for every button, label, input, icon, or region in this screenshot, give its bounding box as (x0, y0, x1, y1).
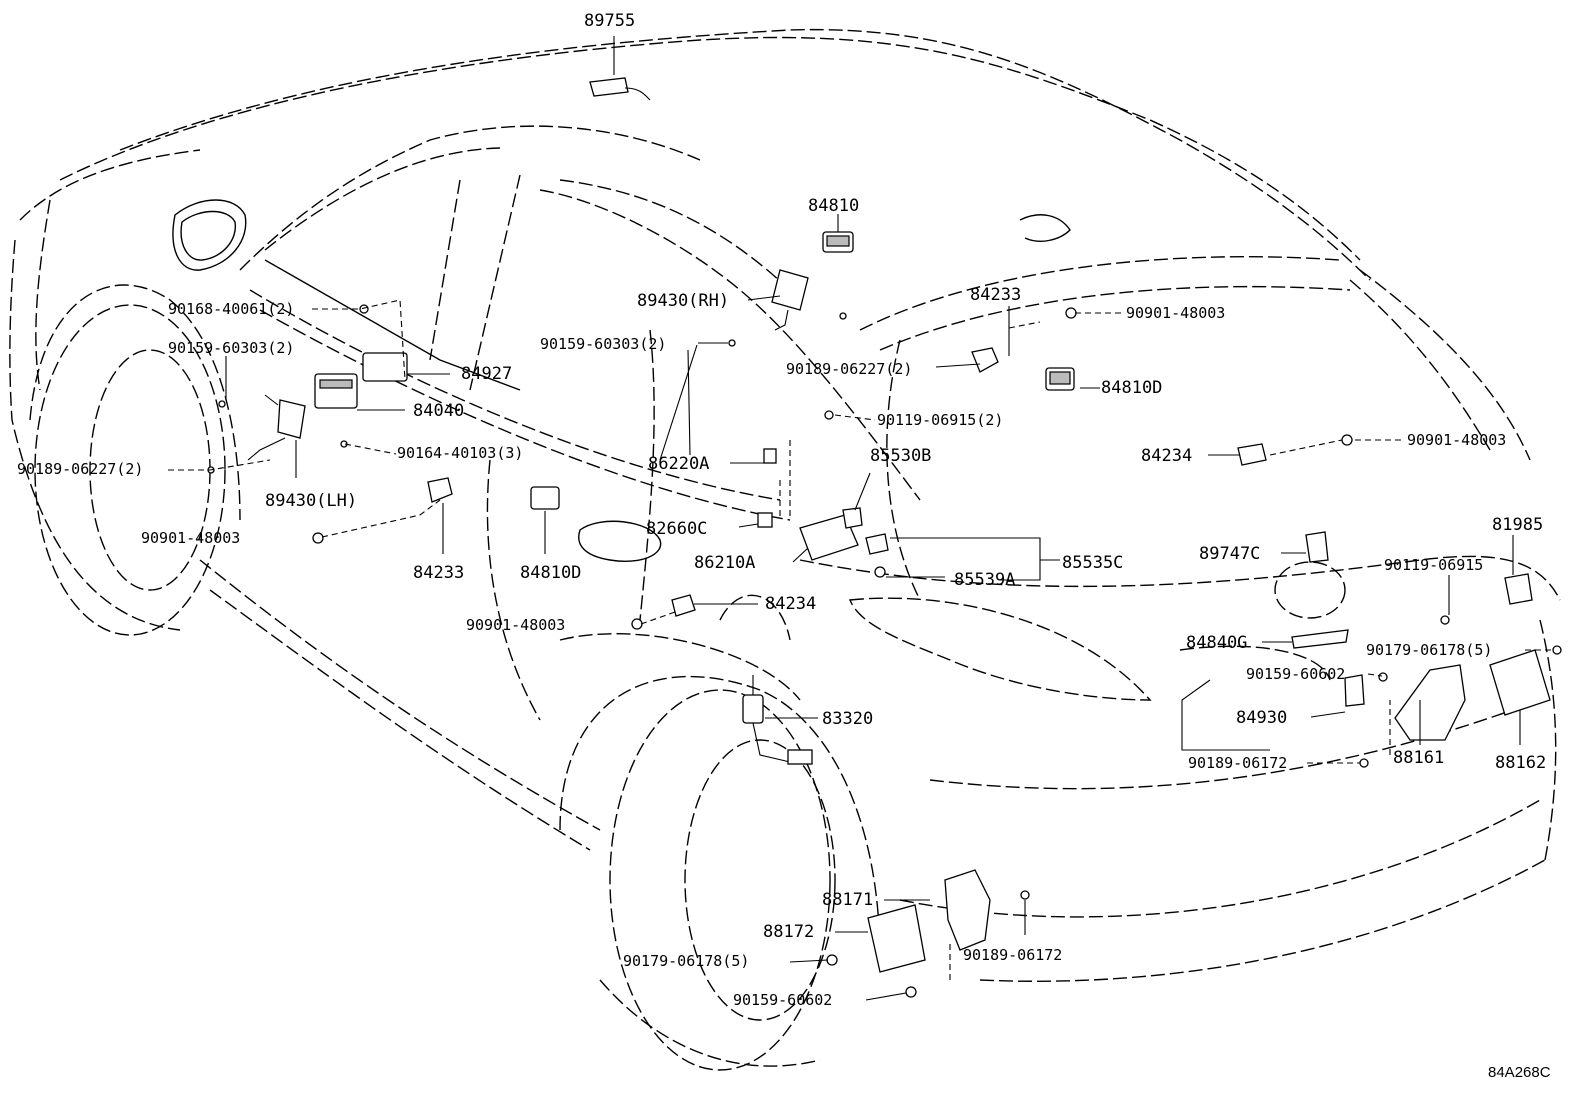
label-90901-48003-d: 90901-48003 (1407, 431, 1506, 449)
bolt-90901-48003-b (1065, 307, 1077, 319)
label-90168-40061: 90168-40061(2) (168, 300, 294, 318)
label-88162: 88162 (1495, 753, 1546, 773)
leader-lines (168, 36, 1553, 1001)
part-85535c-connector (865, 533, 889, 555)
label-81985: 81985 (1492, 515, 1543, 535)
label-82660c: 82660C (646, 519, 707, 539)
label-84234-front: 84234 (765, 594, 816, 614)
part-88162-module (1489, 649, 1551, 716)
label-84233-rear: 84233 (970, 285, 1021, 305)
diagram-code: 84A268C (1488, 1064, 1551, 1081)
label-89747c: 89747C (1199, 544, 1260, 564)
parts (247, 77, 1551, 973)
part-84234-sensor-rear (1237, 443, 1267, 466)
label-88171: 88171 (822, 890, 873, 910)
label-90159-60602-b: 90159-60602 (733, 991, 832, 1009)
label-90189-06227-rh: 90189-06227(2) (786, 360, 912, 378)
label-84234-rear: 84234 (1141, 446, 1192, 466)
part-84930-sensor (1344, 674, 1365, 707)
part-88172-module (867, 904, 926, 973)
label-90179-06178-a: 90179-06178(5) (1366, 641, 1492, 659)
bolt-90119-06915-2 (824, 410, 834, 420)
part-89430lh-unit (247, 394, 306, 461)
label-84840g: 84840G (1186, 633, 1247, 653)
part-89747c-camera (1305, 531, 1329, 563)
label-90189-06172-a: 90189-06172 (1188, 754, 1287, 772)
clip-90189-06227-rh (839, 312, 847, 320)
label-84040: 84040 (413, 401, 464, 421)
bolt-90901-48003-a (312, 532, 324, 544)
part-86220a-bracket (763, 448, 777, 464)
label-90189-06172-b: 90189-06172 (963, 946, 1062, 964)
label-88161: 88161 (1393, 748, 1444, 768)
label-84810d-rear: 84810D (1101, 378, 1162, 398)
part-81985-module (1504, 573, 1533, 605)
clip-90189-06172-a (1359, 758, 1369, 768)
label-88172: 88172 (763, 922, 814, 942)
nut-90179-06178-a (1552, 645, 1562, 655)
part-84810d-switch-rear (1045, 367, 1075, 391)
label-90159-60303-lh: 90159-60303(2) (168, 339, 294, 357)
part-83320-sensor (742, 675, 813, 765)
bolt-90901-48003-c (631, 618, 643, 630)
vehicle-body-outline (9, 28, 1561, 1071)
part-84840g-switch (1291, 629, 1349, 649)
part-86210a-module (799, 514, 859, 561)
label-90159-60602-a: 90159-60602 (1246, 665, 1345, 683)
bolt-90901-48003-d (1341, 434, 1353, 446)
part-89430rh-unit (771, 269, 809, 331)
label-84930: 84930 (1236, 708, 1287, 728)
part-84810-switch (822, 231, 854, 253)
label-85530b: 85530B (870, 446, 931, 466)
clip-90189-06172-b (1020, 890, 1030, 900)
nut-90179-06178-b (826, 954, 838, 966)
label-86210a: 86210A (694, 553, 755, 573)
bolt-90168-40061 (359, 304, 369, 314)
part-82660c-clip (757, 512, 773, 528)
bolt-90159-60602-b (905, 986, 917, 998)
label-90159-60303-rh: 90159-60303(2) (540, 335, 666, 353)
label-84927: 84927 (461, 364, 512, 384)
label-84233-front: 84233 (413, 563, 464, 583)
part-89755-antenna (589, 77, 651, 101)
bolt-90159-60303-rh (728, 339, 736, 347)
part-84233-sensor-rear (971, 347, 999, 373)
bolt-90159-60303-lh (218, 400, 226, 408)
fasteners (207, 304, 1562, 998)
part-88171-bracket (944, 869, 991, 951)
label-86220a: 86220A (648, 454, 709, 474)
label-90119-06915: 90119-06915 (1384, 556, 1483, 574)
label-90164-40103: 90164-40103(3) (397, 444, 523, 462)
part-84233-sensor-front (427, 477, 453, 503)
label-89430-lh: 89430(LH) (265, 491, 357, 511)
part-84234-sensor-front (671, 594, 696, 617)
part-84810d-switch-front (530, 486, 560, 510)
label-83320: 83320 (822, 709, 873, 729)
label-84810d-front: 84810D (520, 563, 581, 583)
part-84927-switch (362, 352, 408, 382)
label-90901-48003-a: 90901-48003 (141, 529, 240, 547)
callout-labels: 89755 84810 89430(RH) 90159-60303(2) 901… (17, 11, 1551, 1081)
label-89430-rh: 89430(RH) (637, 291, 729, 311)
label-90189-06227-lh: 90189-06227(2) (17, 460, 143, 478)
part-85539a-grommet (874, 566, 886, 578)
bolt-90119-06915 (1440, 615, 1450, 625)
label-90901-48003-b: 90901-48003 (1126, 304, 1225, 322)
label-89755: 89755 (584, 11, 635, 31)
part-84040-switch (314, 373, 358, 409)
bolt-90159-60602-a (1378, 672, 1388, 682)
part-88161-bracket (1394, 664, 1466, 741)
label-90179-06178-b: 90179-06178(5) (623, 952, 749, 970)
label-90901-48003-c: 90901-48003 (466, 616, 565, 634)
part-85530b-connector (842, 507, 863, 529)
label-85539a: 85539A (954, 570, 1015, 590)
label-84810: 84810 (808, 196, 859, 216)
label-85535c: 85535C (1062, 553, 1123, 573)
label-90119-06915-2: 90119-06915(2) (877, 411, 1003, 429)
